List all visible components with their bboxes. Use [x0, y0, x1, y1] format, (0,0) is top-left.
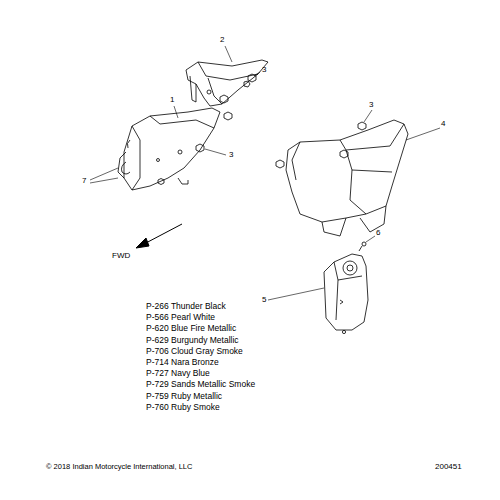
- callout-number: 2: [220, 36, 224, 44]
- nut: [158, 179, 164, 185]
- nut: [358, 122, 366, 130]
- paint-code: P-759 Ruby Metallic: [146, 392, 222, 401]
- callout-number: 3: [369, 101, 373, 109]
- paint-code: P-714 Nara Bronze: [146, 358, 219, 367]
- callout-number: 4: [441, 120, 445, 128]
- paint-code: P-729 Sands Metallic Smoke: [146, 380, 255, 389]
- callout-number: 6: [376, 229, 380, 237]
- callout-number: 5: [262, 296, 266, 304]
- paint-code: P-620 Blue Fire Metallic: [146, 324, 236, 333]
- paint-code: P-760 Ruby Smoke: [146, 403, 220, 412]
- paint-code: P-566 Pearl White: [146, 313, 215, 322]
- callout-number: 1: [170, 96, 174, 104]
- forward-arrow: [136, 224, 182, 248]
- paint-code: P-727 Navy Blue: [146, 369, 210, 378]
- paint-code: P-706 Cloud Gray Smoke: [146, 347, 243, 356]
- direction-label: FWD: [112, 252, 130, 260]
- copyright-note: © 2018 Indian Motorcycle International, …: [46, 463, 192, 471]
- callout-number: 3: [229, 151, 233, 159]
- nut: [220, 74, 256, 120]
- screw: [342, 242, 366, 334]
- side-cover: [286, 120, 408, 236]
- paint-code: P-266 Thunder Black: [146, 302, 226, 311]
- paint-code: P-629 Burgundy Metallic: [146, 336, 239, 345]
- leader-line: [90, 46, 440, 300]
- figure-number: 200451: [435, 463, 462, 471]
- callout-number: 3: [262, 66, 266, 74]
- upper-bracket: [186, 60, 268, 106]
- nut: [196, 144, 204, 152]
- nut: [340, 150, 348, 158]
- nut: [276, 160, 284, 168]
- callout-number: 7: [82, 177, 86, 185]
- lower-cover: [324, 254, 368, 330]
- side-panel: [118, 108, 220, 190]
